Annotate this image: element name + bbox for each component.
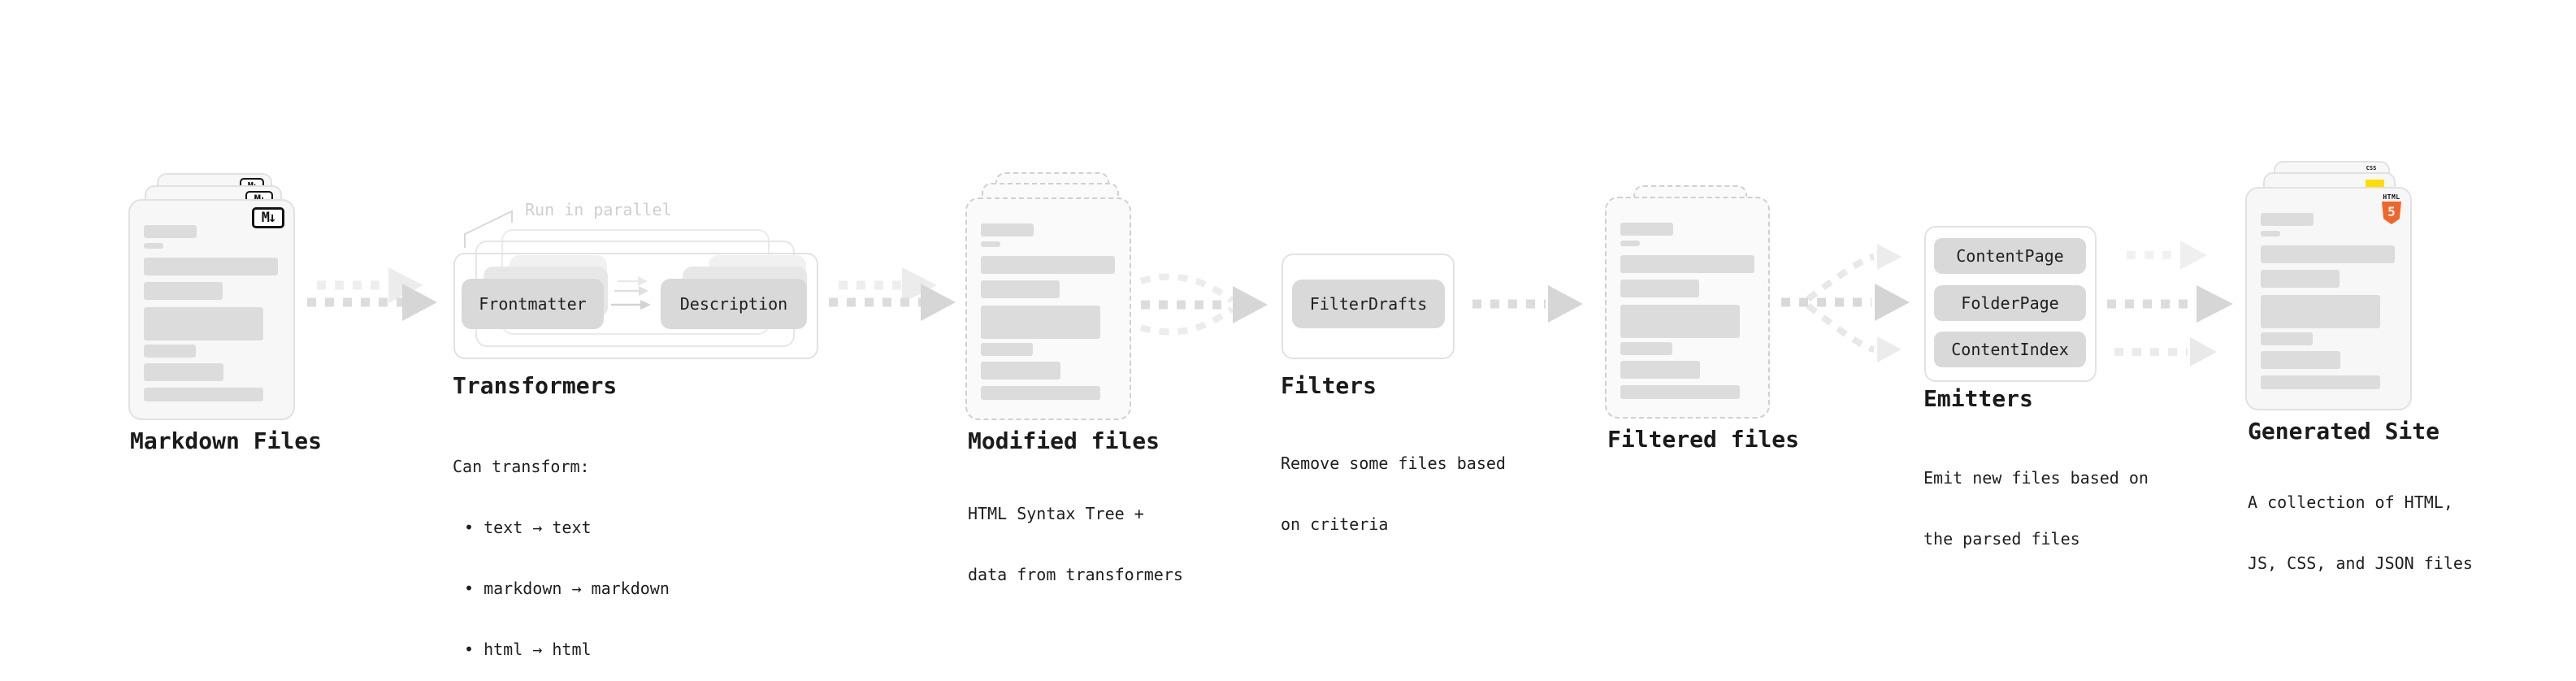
generated-site-label: Generated Site (2248, 418, 2440, 445)
filters-desc-line: on criteria (1281, 514, 1389, 534)
transformers-label: Transformers (453, 372, 618, 399)
modified-file-card-front (965, 197, 1131, 420)
folderpage-emitter: FolderPage (1934, 285, 2086, 321)
modified-files-desc-line: HTML Syntax Tree + (968, 504, 1144, 523)
arrow-markdown-to-transformers-icon (307, 267, 437, 321)
arrow-modified-to-filters-icon (1139, 273, 1268, 336)
filters-description: Remove some files based on criteria (1281, 413, 1506, 575)
transformer-step-arrows-icon (611, 276, 651, 310)
description-step: Description (661, 279, 807, 329)
arrow-emitters-to-generated-icon (2107, 241, 2233, 367)
emitters-description: Emit new files based on the parsed files (1923, 427, 2149, 590)
filters-frame (1281, 254, 1455, 359)
transformers-bullet: • markdown → markdown (464, 579, 670, 598)
modified-files-label: Modified files (968, 427, 1160, 454)
arrow-transformers-to-modified-icon (829, 267, 956, 321)
filtered-files-label: Filtered files (1607, 426, 1800, 453)
frontmatter-step: Frontmatter (462, 279, 604, 329)
transformers-bullet: • html → html (464, 640, 592, 659)
transformers-desc-line: Can transform: (453, 457, 590, 476)
emitters-desc-line: the parsed files (1923, 529, 2080, 549)
modified-files-desc-line: data from transformers (968, 565, 1183, 584)
emitters-label: Emitters (1923, 385, 2033, 412)
generated-site-desc-line: JS, CSS, and JSON files (2248, 553, 2473, 573)
markdown-files-label: Markdown Files (130, 427, 323, 454)
filters-label: Filters (1281, 372, 1377, 399)
generated-site-description: A collection of HTML, JS, CSS, and JSON … (2248, 452, 2473, 614)
modified-files-description: HTML Syntax Tree + data from transformer… (968, 463, 1183, 626)
contentindex-emitter: ContentIndex (1934, 332, 2086, 367)
emitters-desc-line: Emit new files based on (1923, 468, 2149, 488)
arrow-filtered-to-emitters-icon (1781, 244, 1910, 362)
arrow-filters-to-filtered-icon (1472, 285, 1583, 323)
filterdrafts-step: FilterDrafts (1292, 280, 1445, 328)
filtered-file-card-front (1605, 197, 1770, 419)
transformer-frame-front (453, 253, 818, 359)
filters-desc-line: Remove some files based (1281, 453, 1506, 473)
generated-site-desc-line: A collection of HTML, (2248, 492, 2453, 512)
html5-icon: HTML 5 (2381, 193, 2402, 224)
transformers-bullet: • text → text (464, 518, 592, 537)
generated-file-card-front: HTML 5 (2245, 187, 2412, 410)
markdown-icon: M↓ (252, 207, 284, 228)
run-in-parallel-annotation: Run in parallel (525, 200, 672, 219)
emitters-frame (1924, 226, 2097, 382)
markdown-file-card-front: M↓ (128, 199, 295, 420)
contentpage-emitter: ContentPage (1934, 238, 2086, 274)
transformers-description: Can transform: • text → text • markdown … (453, 416, 670, 681)
run-in-parallel-leader-line (464, 210, 513, 248)
